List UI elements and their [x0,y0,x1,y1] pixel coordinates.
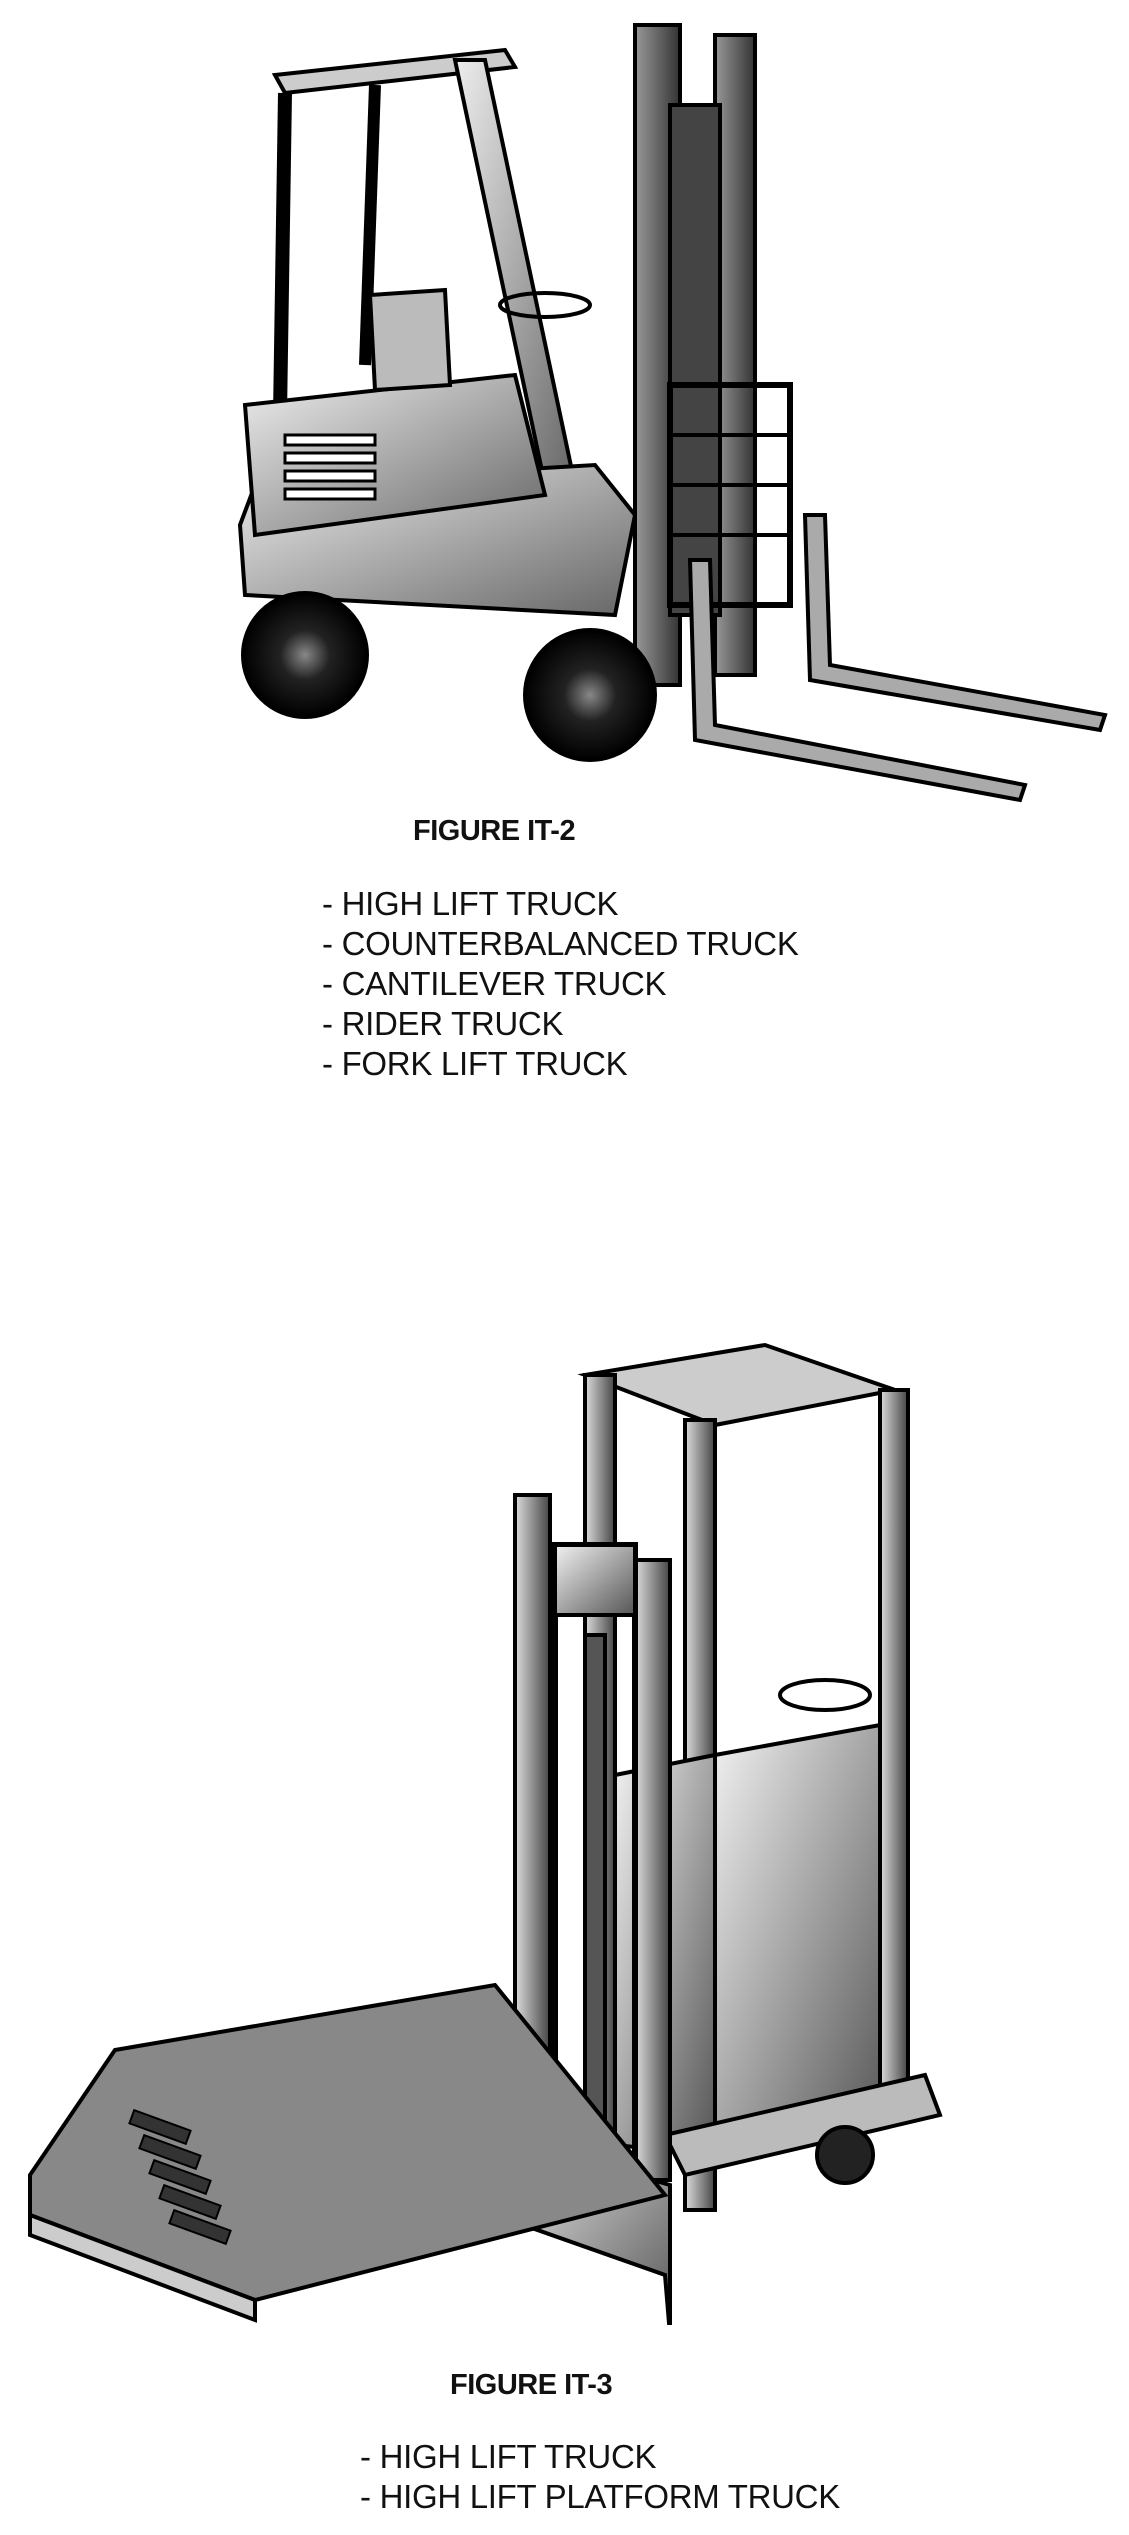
list-item: HIGH LIFT TRUCK [360,2437,840,2477]
truck-type-list: HIGH LIFT TRUCK HIGH LIFT PLATFORM TRUCK [360,2437,841,2517]
figure-caption: FIGURE IT-2 [413,815,576,847]
platform-truck-illustration [28,1342,943,2325]
list-item: HIGH LIFT PLATFORM TRUCK [360,2477,841,2517]
list-item: RIDER TRUCK [322,1004,799,1044]
forklift-illustration [237,23,1108,803]
list-item: COUNTERBALANCED TRUCK [322,924,799,964]
list-item: FORK LIFT TRUCK [322,1044,799,1084]
list-item: CANTILEVER TRUCK [322,964,799,1004]
truck-type-list: HIGH LIFT TRUCK COUNTERBALANCED TRUCK CA… [322,884,799,1084]
list-item: HIGH LIFT TRUCK [322,884,799,924]
figure-caption: FIGURE IT-3 [450,2369,613,2401]
